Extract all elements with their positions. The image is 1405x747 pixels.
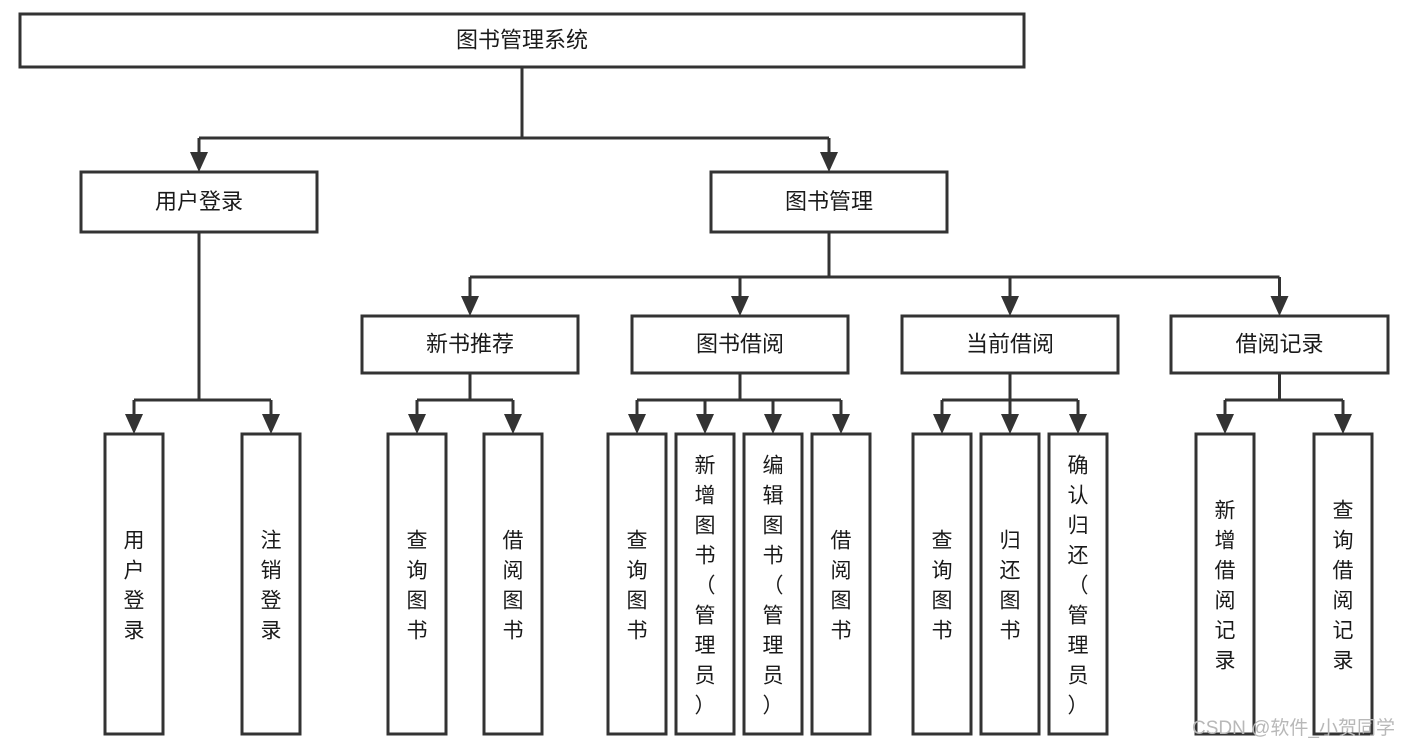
- leaf-book-borrow-arrow-0: [628, 414, 646, 434]
- node-label-user-login: 用户登录: [155, 189, 243, 214]
- node-box-leaf-query-book-bm: [606, 432, 668, 736]
- node-box-leaf-add-book: [674, 432, 736, 736]
- node-label-leaf-query-record: 查询借阅记录: [1333, 499, 1354, 672]
- node-leaf-confirm-return[interactable]: 确认归还（管理员）: [1047, 432, 1109, 736]
- leaf-borrow-record-arrow-0: [1216, 414, 1234, 434]
- node-leaf-add-book[interactable]: 新增图书（管理员）: [674, 432, 736, 736]
- node-root[interactable]: 图书管理系统: [18, 12, 1026, 69]
- node-box-root: [18, 12, 1026, 69]
- node-box-leaf-borrow-book-rec: [482, 432, 544, 736]
- node-book-borrow[interactable]: 图书借阅: [630, 314, 850, 375]
- csdn-watermark: CSDN @软件_小贺同学: [1192, 717, 1395, 739]
- bookmanage-to-level3-arrow-2: [1001, 296, 1019, 316]
- leaf-user-login-arrow-1: [262, 414, 280, 434]
- node-leaf-query-book-cb[interactable]: 查询图书: [911, 432, 973, 736]
- node-label-root: 图书管理系统: [456, 27, 588, 52]
- node-leaf-borrow-book-bm[interactable]: 借阅图书: [810, 432, 872, 736]
- node-leaf-edit-book[interactable]: 编辑图书（管理员）: [742, 432, 804, 736]
- node-label-book-manage: 图书管理: [785, 189, 873, 214]
- node-box-leaf-return-book: [979, 432, 1041, 736]
- node-label-leaf-query-book-rec: 查询图书: [407, 529, 428, 642]
- node-current-borrow[interactable]: 当前借阅: [900, 314, 1120, 375]
- node-label-book-borrow: 图书借阅: [696, 331, 784, 356]
- node-box-current-borrow: [900, 314, 1120, 375]
- node-label-leaf-borrow-book-bm: 借阅图书: [831, 529, 852, 642]
- node-box-leaf-edit-book: [742, 432, 804, 736]
- node-label-leaf-user-logout: 注销登录: [261, 529, 282, 642]
- node-new-book-rec[interactable]: 新书推荐: [360, 314, 580, 375]
- node-box-leaf-query-book-cb: [911, 432, 973, 736]
- node-label-leaf-add-book: 新增图书（管理员）: [695, 454, 716, 717]
- node-leaf-return-book[interactable]: 归还图书: [979, 432, 1041, 736]
- node-leaf-query-book-bm[interactable]: 查询图书: [606, 432, 668, 736]
- node-box-user-login: [79, 170, 319, 234]
- node-label-leaf-query-book-bm: 查询图书: [627, 529, 648, 642]
- node-leaf-query-book-rec[interactable]: 查询图书: [386, 432, 448, 736]
- leaf-book-borrow-arrow-2: [764, 414, 782, 434]
- node-box-leaf-user-login: [103, 432, 165, 736]
- leaf-current-borrow-arrow-0: [933, 414, 951, 434]
- root-to-level2-arrow-1: [820, 152, 838, 172]
- node-box-leaf-borrow-book-bm: [810, 432, 872, 736]
- bookmanage-to-level3-arrow-0: [461, 296, 479, 316]
- bookmanage-to-level3-arrow-1: [731, 296, 749, 316]
- leaf-new-book-rec-arrow-1: [504, 414, 522, 434]
- node-label-leaf-edit-book: 编辑图书（管理员）: [763, 454, 784, 717]
- leaf-borrow-record-arrow-1: [1334, 414, 1352, 434]
- node-box-borrow-record: [1169, 314, 1390, 375]
- node-leaf-user-logout[interactable]: 注销登录: [240, 432, 302, 736]
- node-leaf-user-login[interactable]: 用户登录: [103, 432, 165, 736]
- connector-layer: [125, 67, 1352, 434]
- leaf-current-borrow-arrow-1: [1001, 414, 1019, 434]
- leaf-book-borrow-arrow-1: [696, 414, 714, 434]
- node-layer: 图书管理系统用户登录图书管理新书推荐图书借阅当前借阅借阅记录用户登录注销登录查询…: [18, 12, 1390, 736]
- node-box-leaf-query-book-rec: [386, 432, 448, 736]
- node-user-login[interactable]: 用户登录: [79, 170, 319, 234]
- node-box-leaf-query-record: [1312, 432, 1374, 736]
- node-box-new-book-rec: [360, 314, 580, 375]
- node-label-leaf-borrow-book-rec: 借阅图书: [503, 529, 524, 642]
- node-box-book-borrow: [630, 314, 850, 375]
- node-box-leaf-confirm-return: [1047, 432, 1109, 736]
- node-box-book-manage: [709, 170, 949, 234]
- node-label-leaf-return-book: 归还图书: [1000, 529, 1021, 642]
- leaf-book-borrow-arrow-3: [832, 414, 850, 434]
- node-label-leaf-query-book-cb: 查询图书: [932, 529, 953, 642]
- leaf-user-login-arrow-0: [125, 414, 143, 434]
- node-book-manage[interactable]: 图书管理: [709, 170, 949, 234]
- node-label-leaf-add-record: 新增借阅记录: [1215, 499, 1236, 672]
- node-label-leaf-user-login: 用户登录: [124, 529, 145, 642]
- bookmanage-to-level3-arrow-3: [1270, 296, 1289, 316]
- node-leaf-query-record[interactable]: 查询借阅记录: [1312, 432, 1374, 736]
- node-label-current-borrow: 当前借阅: [966, 331, 1054, 356]
- node-leaf-add-record[interactable]: 新增借阅记录: [1194, 432, 1256, 736]
- node-box-leaf-user-logout: [240, 432, 302, 736]
- node-leaf-borrow-book-rec[interactable]: 借阅图书: [482, 432, 544, 736]
- root-to-level2-arrow-0: [190, 152, 208, 172]
- node-label-leaf-confirm-return: 确认归还（管理员）: [1068, 454, 1089, 717]
- leaf-current-borrow-arrow-2: [1069, 414, 1087, 434]
- leaf-new-book-rec-arrow-0: [408, 414, 426, 434]
- node-borrow-record[interactable]: 借阅记录: [1169, 314, 1390, 375]
- node-label-borrow-record: 借阅记录: [1235, 331, 1323, 356]
- node-label-new-book-rec: 新书推荐: [426, 331, 514, 356]
- node-box-leaf-add-record: [1194, 432, 1256, 736]
